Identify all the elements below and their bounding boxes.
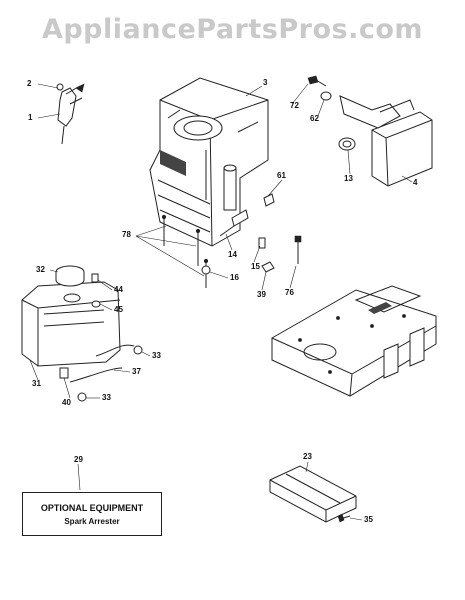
callout-78: 78 <box>122 230 131 239</box>
callout-61: 61 <box>277 171 286 180</box>
callout-45: 45 <box>114 305 123 314</box>
callout-62: 62 <box>310 114 319 123</box>
callout-72: 72 <box>290 101 299 110</box>
fuel-fittings <box>201 193 275 275</box>
heat-shield <box>269 465 357 523</box>
watermark: AppliancePartsPros.com <box>41 14 424 45</box>
callout-33-lower: 33 <box>102 393 111 402</box>
spark-arrester-label: Spark Arrester <box>64 517 120 526</box>
throttle-control <box>56 83 85 145</box>
callout-37: 37 <box>132 367 141 376</box>
leader-lines <box>29 83 413 521</box>
callout-23: 23 <box>303 452 312 461</box>
callout-33-upper: 33 <box>152 351 161 360</box>
chassis-plate <box>271 285 437 397</box>
callout-15: 15 <box>251 262 260 271</box>
fuel-line <box>69 344 143 402</box>
callout-4: 4 <box>413 178 418 187</box>
callout-32: 32 <box>36 265 45 274</box>
callout-31: 31 <box>32 379 41 388</box>
callout-40: 40 <box>62 398 71 407</box>
optional-equipment-title: OPTIONAL EQUIPMENT <box>40 503 144 513</box>
callout-13: 13 <box>344 174 353 183</box>
bolt-76 <box>261 235 302 273</box>
muffler <box>307 75 433 187</box>
engine <box>149 77 269 247</box>
callout-35: 35 <box>364 515 373 524</box>
callout-44: 44 <box>114 285 123 294</box>
callout-2: 2 <box>27 79 32 88</box>
optional-equipment-box: OPTIONAL EQUIPMENT Spark Arrester <box>22 492 162 536</box>
fuel-tank <box>21 265 121 379</box>
callout-29: 29 <box>74 455 83 464</box>
callout-76: 76 <box>285 288 294 297</box>
callout-39: 39 <box>257 290 266 299</box>
callout-1: 1 <box>28 113 33 122</box>
callout-3: 3 <box>263 78 268 87</box>
callout-14: 14 <box>228 250 237 259</box>
callout-16: 16 <box>230 273 239 282</box>
